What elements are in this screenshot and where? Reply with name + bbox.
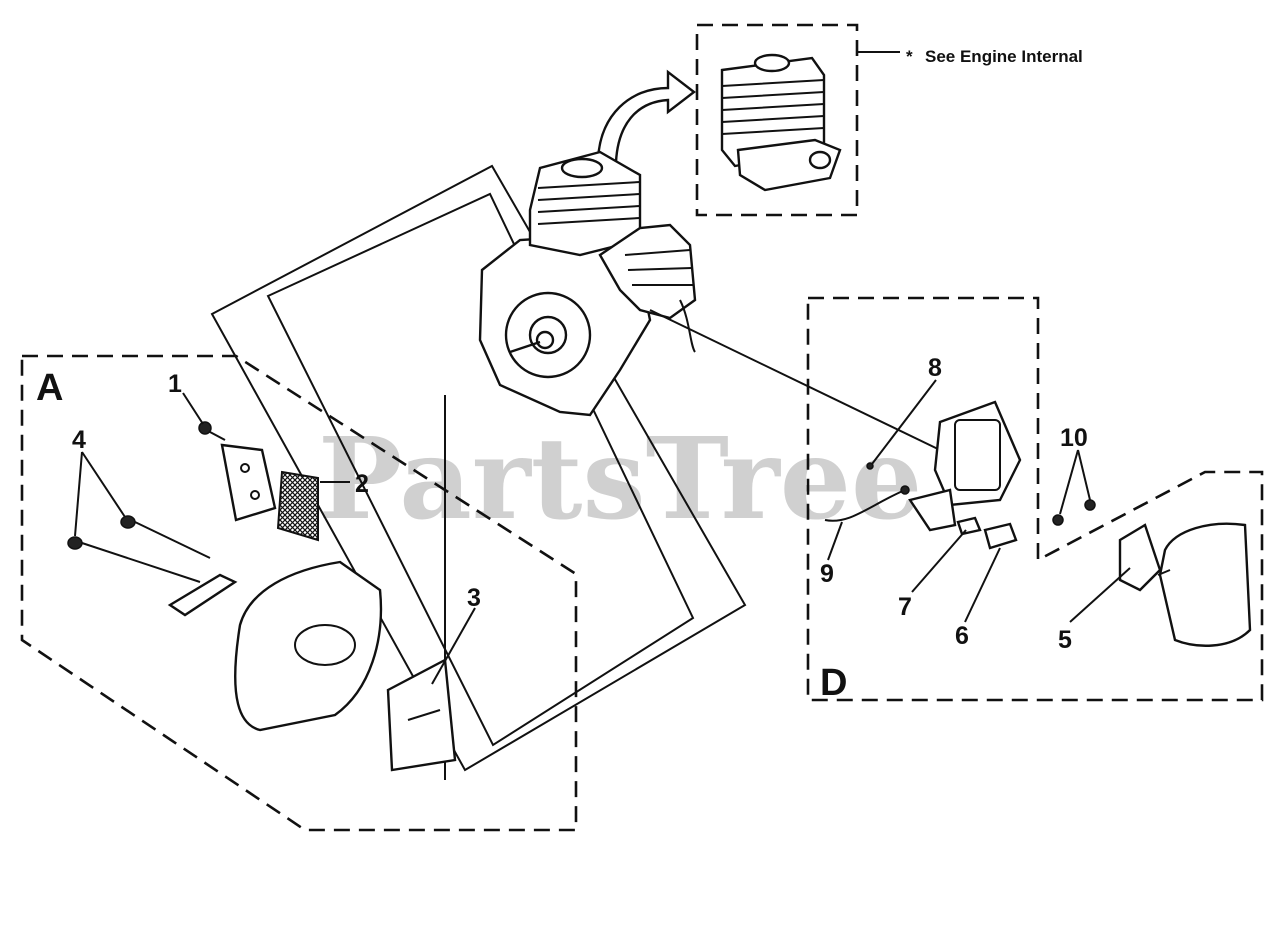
muffler-part xyxy=(234,560,383,732)
screw-part-1 xyxy=(198,421,212,435)
callout-7: 7 xyxy=(898,593,912,621)
carb-adapter-part xyxy=(933,400,1022,507)
section-d-label: D xyxy=(820,662,847,704)
filter-part-5 xyxy=(1118,523,1162,592)
callout-10: 10 xyxy=(1060,424,1088,452)
section-a-box xyxy=(20,354,578,832)
section-d-box xyxy=(806,296,1264,702)
section-d-parts xyxy=(824,400,1252,647)
engine-internal-note-star: * xyxy=(906,47,913,66)
curved-arrow xyxy=(596,69,696,164)
callout-9: 9 xyxy=(820,560,834,588)
callout-3: 3 xyxy=(467,584,481,612)
air-filter-cover xyxy=(1158,522,1252,647)
engine-assembly xyxy=(478,150,941,451)
engine-internal-inset xyxy=(695,23,900,217)
bracket-part xyxy=(220,443,277,522)
watermark-text: PartsTree xyxy=(318,414,922,545)
engine-internal-note: See Engine Internal xyxy=(925,47,1083,66)
leader-lines xyxy=(74,379,1131,685)
callout-1: 1 xyxy=(168,370,182,398)
element-part-6 xyxy=(983,522,1018,550)
callout-4: 4 xyxy=(72,426,86,454)
section-a-parts xyxy=(67,421,457,772)
callout-5: 5 xyxy=(1058,626,1072,654)
screen-part-2 xyxy=(276,470,319,542)
cylinder-part xyxy=(720,53,842,192)
callout-8: 8 xyxy=(928,354,942,382)
section-a-label: A xyxy=(36,367,63,409)
screw-part-7 xyxy=(956,516,982,536)
plate-part xyxy=(167,573,238,617)
bolt-part-4 xyxy=(67,515,211,583)
callout-2: 2 xyxy=(355,470,369,498)
wire-part-9 xyxy=(824,489,906,522)
callout-6: 6 xyxy=(955,622,969,650)
